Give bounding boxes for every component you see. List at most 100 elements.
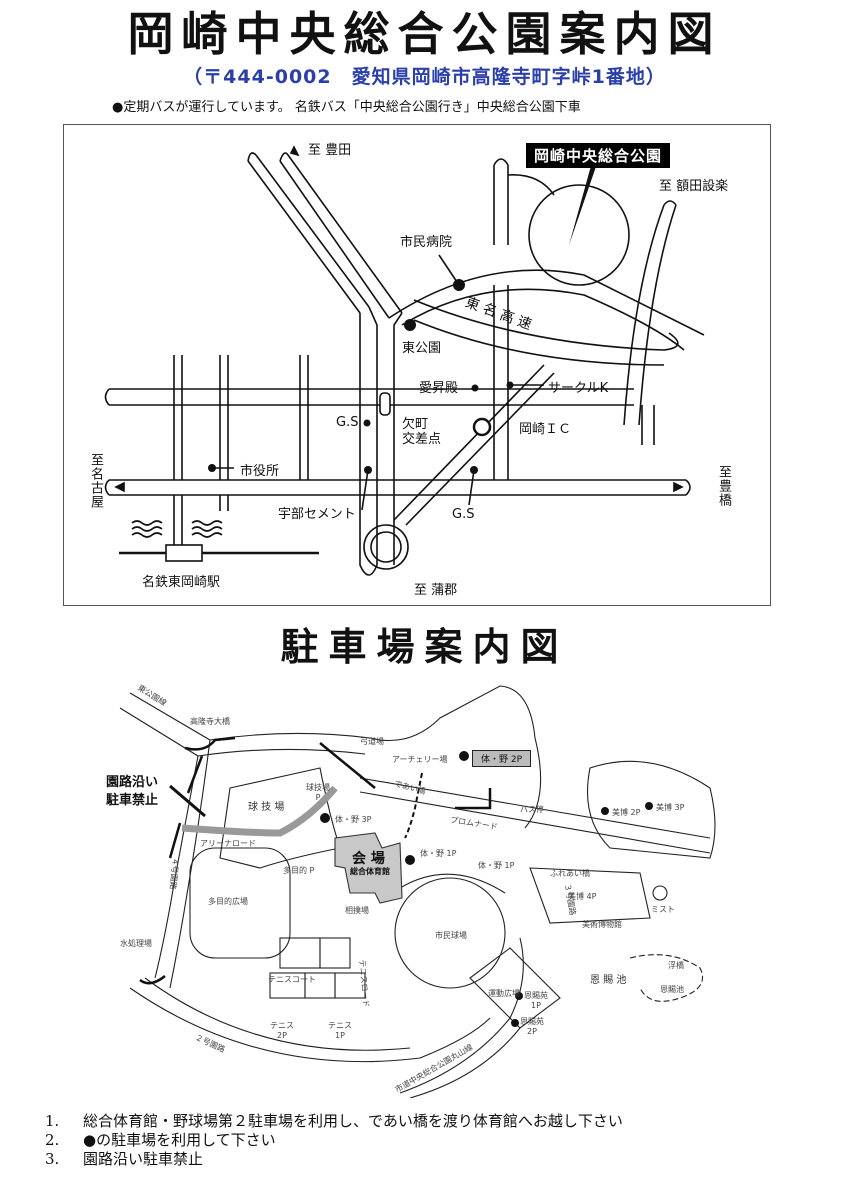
- arrow-road: [319, 742, 376, 789]
- nukata-b: [638, 204, 677, 426]
- note-text: ●の駐車場を利用して下さい: [83, 1131, 276, 1149]
- label-multi-p: 多目的 P: [283, 866, 315, 875]
- museum-area: [587, 760, 716, 859]
- ic-circle: [472, 417, 492, 437]
- leader: [438, 254, 460, 286]
- tomei-c: [413, 299, 679, 351]
- label-okazaki-ic: 岡崎ＩＣ: [519, 422, 572, 437]
- tomei-d: [413, 319, 665, 366]
- arrow-nagoya: [114, 481, 125, 493]
- gym-building: [334, 832, 403, 904]
- label-to-toyota: 至 豊田: [308, 143, 352, 158]
- label-lot-3p: 体・野 3P: [335, 815, 372, 824]
- label-onshi-pond: 恩 賜 池: [590, 975, 627, 986]
- page-title: 岡崎中央総合公園案内図: [127, 7, 722, 61]
- label-mist: ミスト: [651, 905, 675, 914]
- label-gs-bottom: G.S: [452, 507, 475, 522]
- label-kyudo: 弓道場: [360, 737, 384, 746]
- promenade: [359, 777, 711, 854]
- river: [131, 520, 163, 538]
- venue-label: 会 場: [352, 851, 385, 867]
- road-end: [279, 152, 289, 162]
- arrow-toyohashi: [673, 481, 684, 493]
- note-text: 総合体育館・野球場第２駐車場を利用し、であい橋を渡り体育館へお越し下さい: [83, 1112, 623, 1130]
- label-ball-field-p: 球技場 P: [306, 783, 330, 802]
- parking-map: 園路沿い 駐車禁止 体・野 2P 会 場 総合体育館 東公園線 高隆寺大橋 弓道…: [106, 678, 730, 1098]
- multi-field: [189, 847, 291, 959]
- label-to-toyohashi: 至豊橋: [716, 465, 731, 507]
- onshi-2p-dot: [511, 1019, 519, 1027]
- road-4: [154, 739, 211, 989]
- warning-arrow: [169, 784, 206, 818]
- vstreet: [641, 405, 655, 445]
- label-multi-field: 多目的広場: [208, 897, 248, 906]
- note-number: 1.: [45, 1112, 60, 1130]
- lot-3p-dot: [320, 813, 330, 823]
- vstreet: [173, 355, 183, 545]
- notes-list: 1. 総合体育館・野球場第２駐車場を利用し、であい橋を渡り体育館へお越し下さい 2…: [45, 1112, 623, 1169]
- label-circle-k: サークルK: [548, 381, 609, 396]
- arrow-road: [455, 788, 492, 810]
- label-bus-stop: バス停: [520, 805, 544, 814]
- road-main-l: [368, 306, 378, 565]
- label-aishoden: 愛昇殿: [419, 381, 459, 396]
- no-parking-warning: 園路沿い 駐車禁止: [106, 775, 159, 808]
- label-higashi-park: 東公園: [402, 341, 442, 356]
- note-item: 2.●の駐車場を利用して下さい: [45, 1131, 623, 1150]
- tennis-court: [279, 937, 321, 969]
- nukata-a: [623, 204, 665, 426]
- bus-note: ●定期バスが運行しています。 名鉄バス「中央総合公園行き」中央総合公園下車: [112, 100, 581, 115]
- road-2: [129, 977, 491, 1063]
- lot-2p-badge: 体・野 2P: [472, 750, 532, 767]
- museum-2p-dot: [601, 807, 609, 815]
- road-toyota-c: [287, 154, 403, 314]
- label-onshi-pond2: 恩賜池: [660, 985, 684, 994]
- label-archery: アーチェリー場: [392, 755, 448, 764]
- label-koryuji-bridge: 高隆寺大橋: [190, 717, 230, 726]
- label-museum-3p: 美博 3P: [656, 803, 685, 812]
- tomei-b: [401, 288, 685, 351]
- route-map: 岡崎中央総合公園 至 豊田 至 額田設楽 市民病院 東 名 高 速 東公園 愛昇…: [63, 124, 771, 606]
- venue-sub-label: 総合体育館: [350, 867, 390, 876]
- no-parking-road: [181, 785, 338, 837]
- label-floating-bridge: 浮橋: [668, 961, 684, 970]
- route-map-roads: [104, 145, 705, 576]
- hroad-2-end: [104, 479, 110, 496]
- traffic-signal: [379, 392, 391, 416]
- label-sumo: 相撲場: [345, 906, 369, 915]
- label-fureai-bridge: ふれあい橋: [550, 869, 590, 878]
- label-ube-cement: 宇部セメント: [278, 507, 356, 522]
- note-item: 1. 総合体育館・野球場第２駐車場を利用し、であい橋を渡り体育館へお越し下さい: [45, 1112, 623, 1131]
- poi-gs: [363, 419, 371, 427]
- label-tennis-court: テニスコート: [268, 975, 316, 984]
- label-arena-road: アリーナロード: [200, 839, 256, 848]
- label-to-nukata: 至 額田設楽: [659, 179, 729, 194]
- lot-2p-dot: [459, 751, 469, 761]
- tennis-court: [334, 972, 366, 999]
- station-box: [165, 544, 203, 562]
- arrow-road: [184, 736, 236, 751]
- leader: [468, 469, 475, 506]
- leader: [361, 469, 369, 511]
- road-toyota-a: [255, 154, 370, 308]
- road-end: [247, 152, 257, 162]
- label-stadium: 市民球場: [435, 931, 467, 940]
- label-city-hospital: 市民病院: [400, 235, 453, 250]
- museum-building: [529, 867, 651, 924]
- arrow-road: [168, 822, 182, 859]
- hroad-1-end: [104, 388, 110, 406]
- parking-map-title: 駐車場案内図: [280, 625, 569, 669]
- walk-route: [404, 772, 423, 839]
- label-city-hall: 市役所: [240, 464, 280, 479]
- stadium-outer: [399, 873, 506, 894]
- label-to-gamagori: 至 蒲郡: [414, 583, 458, 598]
- tomei-a: [388, 269, 705, 336]
- vstreet: [299, 355, 309, 480]
- address: （〒444-0002 愛知県岡崎市高隆寺町字峠1番地）: [183, 66, 666, 88]
- arrow-road: [139, 975, 166, 985]
- label-ball-field: 球 技 場: [248, 802, 285, 813]
- loop-inner: [370, 531, 402, 563]
- label-lot-1p-a: 体・野 1P: [420, 849, 457, 858]
- label-museum: 美術博物館: [582, 920, 622, 929]
- label-museum-2p: 美博 2P: [612, 808, 641, 817]
